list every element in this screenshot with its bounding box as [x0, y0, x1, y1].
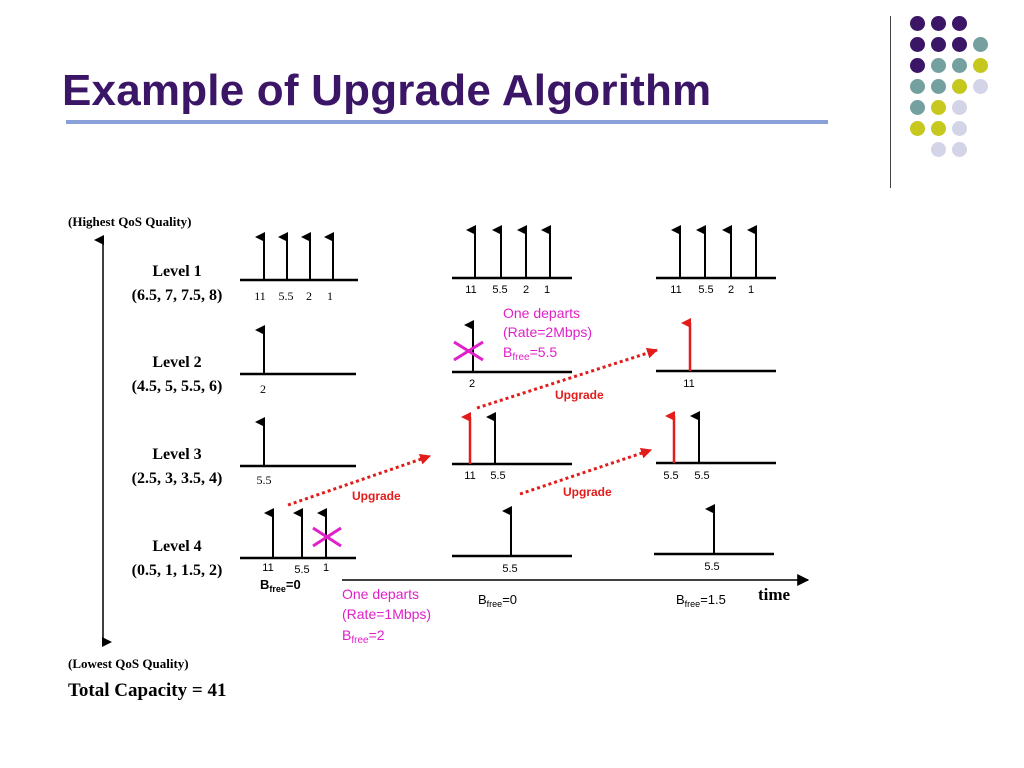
vertical-divider	[890, 16, 891, 188]
slide-title: Example of Upgrade Algorithm	[62, 66, 712, 115]
flow-value: 1	[748, 284, 754, 296]
decor-dot	[910, 37, 925, 52]
departure-note-line: (Rate=2Mbps)	[503, 324, 592, 340]
flow-value: 5.5	[279, 289, 294, 303]
flow-value: 2	[523, 284, 529, 296]
decor-dot	[931, 79, 946, 94]
upgrade-arrows	[287, 347, 659, 507]
decor-dot	[952, 142, 967, 157]
departure-note-line: (Rate=1Mbps)	[342, 606, 431, 622]
bfree-label: Bfree=0	[478, 592, 517, 609]
decor-dot	[931, 100, 946, 115]
axis-top-label: (Highest QoS Quality)	[68, 214, 192, 229]
time-label: time	[758, 585, 791, 604]
axis-bottom-label: (Lowest QoS Quality)	[68, 656, 189, 671]
decor-dot	[931, 58, 946, 73]
departure-note-line: One departs	[342, 586, 419, 602]
total-capacity: Total Capacity = 41	[68, 680, 226, 701]
title-underline	[66, 120, 828, 124]
decor-dot	[910, 121, 925, 136]
departure-note-2: One departs (Rate=2Mbps) Bfree=5.5	[503, 305, 592, 363]
flow-value: 5.5	[257, 473, 272, 487]
level-4-rates: (0.5, 1, 1.5, 2)	[132, 562, 223, 579]
flow-value: 1	[327, 289, 333, 303]
flow-value: 5.5	[704, 561, 719, 573]
flow-value: 5.5	[698, 284, 713, 296]
decor-dot	[931, 121, 946, 136]
flow-value: 2	[469, 378, 475, 390]
bfree-label: Bfree=1.5	[676, 592, 726, 609]
decor-dot	[931, 16, 946, 31]
upgrade-arrow	[519, 447, 653, 496]
decor-dot	[952, 16, 967, 31]
flow-value: 2	[728, 284, 734, 296]
level-2-rates: (4.5, 5, 5.5, 6)	[132, 378, 223, 395]
stage-3: 11 5.5 2 1 11 5.5 5.5 5.5 Bfree=1.5	[654, 225, 776, 609]
upgrade-label: Upgrade	[352, 489, 401, 503]
flow-value: 5.5	[502, 563, 517, 575]
flow-value: 2	[260, 382, 266, 396]
decor-dot	[910, 16, 925, 31]
decor-dot	[931, 142, 946, 157]
decor-dot	[910, 100, 925, 115]
flow-value: 5.5	[694, 470, 709, 482]
decor-dot	[931, 37, 946, 52]
decor-dot	[952, 121, 967, 136]
stage-2: 11 5.5 2 1 2 11 5.5 5.5 Bfree=0	[452, 225, 572, 609]
decor-dot	[910, 58, 925, 73]
flow-value: 1	[323, 562, 329, 574]
flow-value: 2	[306, 289, 312, 303]
level-labels: Level 1 (6.5, 7, 7.5, 8) Level 2 (4.5, 5…	[132, 263, 223, 579]
upgrade-label: Upgrade	[563, 485, 612, 499]
departure-note-line: One departs	[503, 305, 580, 321]
decor-dot	[952, 37, 967, 52]
decor-dot	[973, 79, 988, 94]
decor-dot	[952, 100, 967, 115]
departure-x-marker	[312, 526, 342, 548]
stage-1: 11 5.5 2 1 2 5.5 11 5.5 1 Bfree=0	[240, 232, 358, 594]
upgrade-arrow	[287, 454, 432, 507]
upgrade-label: Upgrade	[555, 388, 604, 402]
flow-value: 11	[683, 378, 694, 390]
level-4-name: Level 4	[152, 538, 201, 555]
departure-note-1: One departs (Rate=1Mbps) Bfree=2	[342, 586, 431, 646]
level-3-name: Level 3	[152, 446, 201, 463]
flow-value: 11	[465, 284, 476, 296]
decor-dot	[910, 79, 925, 94]
decor-dot	[973, 58, 988, 73]
flow-value: 5.5	[663, 470, 678, 482]
flow-value: 1	[544, 284, 550, 296]
flow-value: 5.5	[294, 564, 309, 576]
flow-value: 11	[464, 470, 475, 482]
decor-dot	[952, 79, 967, 94]
departure-note-bfree: Bfree=5.5	[503, 344, 557, 363]
level-2-name: Level 2	[152, 354, 201, 371]
flow-value: 11	[254, 289, 266, 303]
level-1-name: Level 1	[152, 263, 201, 280]
flow-value: 5.5	[492, 284, 507, 296]
level-1-rates: (6.5, 7, 7.5, 8)	[132, 287, 223, 304]
level-3-rates: (2.5, 3, 3.5, 4)	[132, 470, 223, 487]
flow-value: 5.5	[490, 470, 505, 482]
flow-value: 11	[670, 284, 681, 296]
decor-dot	[973, 37, 988, 52]
flow-value: 11	[262, 562, 273, 574]
upgrade-arrow	[476, 347, 659, 410]
decor-dot	[952, 58, 967, 73]
departure-x-marker	[453, 340, 484, 362]
bfree-label: Bfree=0	[260, 577, 301, 594]
departure-note-bfree: Bfree=2	[342, 627, 385, 646]
